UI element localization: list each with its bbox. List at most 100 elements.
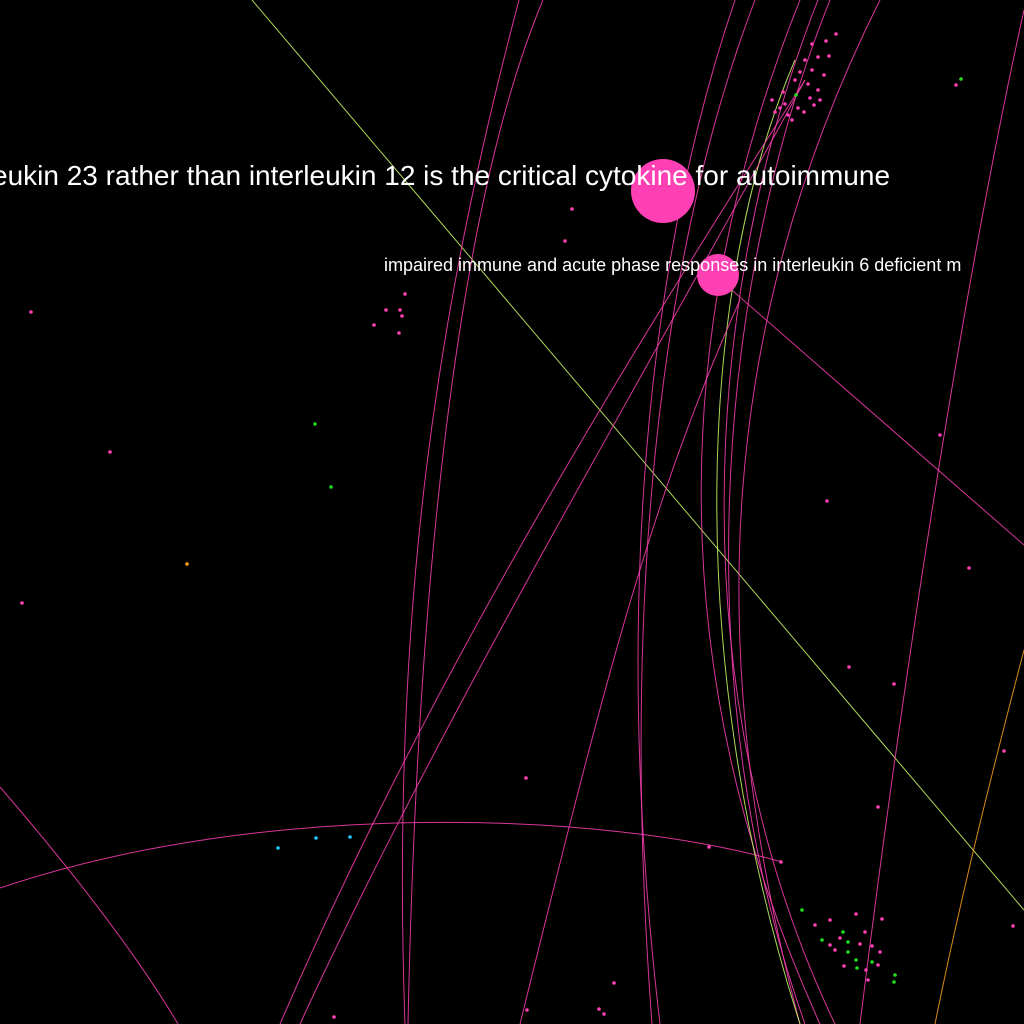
node-dot-31[interactable]	[602, 1012, 606, 1016]
node-dot-15[interactable]	[967, 566, 971, 570]
node-dot-52[interactable]	[783, 102, 787, 106]
node-dot-57[interactable]	[790, 118, 794, 122]
node-dot-84[interactable]	[838, 936, 842, 940]
node-dot-7[interactable]	[397, 331, 401, 335]
node-dot-36[interactable]	[824, 39, 828, 43]
edge-vertical-b	[640, 0, 756, 1024]
edge-fan-a	[279, 79, 806, 1024]
node-dot-76[interactable]	[842, 964, 846, 968]
edge-fan-b	[299, 79, 806, 1024]
edge-bottom-curve	[0, 821, 783, 889]
node-dot-53[interactable]	[796, 106, 800, 110]
node-dot-34[interactable]	[954, 83, 958, 87]
edge-fan-c	[519, 299, 741, 1024]
node-interleukin-6[interactable]	[697, 254, 739, 296]
node-dot-6[interactable]	[372, 323, 376, 327]
node-interleukin-23[interactable]	[631, 159, 695, 223]
node-dot-47[interactable]	[781, 90, 785, 94]
node-dot-5[interactable]	[398, 308, 402, 312]
node-dot-79[interactable]	[855, 966, 859, 970]
node-dot-71[interactable]	[833, 948, 837, 952]
node-dot-54[interactable]	[773, 110, 777, 114]
node-dot-46[interactable]	[816, 88, 820, 92]
node-dot-80[interactable]	[893, 973, 897, 977]
node-dot-56[interactable]	[802, 110, 806, 114]
node-dot-25[interactable]	[348, 835, 352, 839]
node-dot-68[interactable]	[846, 940, 850, 944]
node-dot-77[interactable]	[864, 968, 868, 972]
node-dot-61[interactable]	[813, 923, 817, 927]
node-dot-3[interactable]	[403, 292, 407, 296]
edge-right-diagonal	[717, 277, 1024, 546]
node-dot-11[interactable]	[329, 485, 333, 489]
node-dot-45[interactable]	[806, 82, 810, 86]
node-dot-33[interactable]	[959, 77, 963, 81]
node-dot-38[interactable]	[803, 58, 807, 62]
edge-diagonal-long	[251, 0, 1024, 911]
edge-vertical-e	[728, 0, 831, 1024]
node-dot-59[interactable]	[812, 103, 816, 107]
edge-bottom-left	[0, 786, 179, 1024]
node-dot-12[interactable]	[938, 433, 942, 437]
node-dot-14[interactable]	[185, 562, 189, 566]
node-dot-63[interactable]	[854, 912, 858, 916]
node-dot-10[interactable]	[108, 450, 112, 454]
node-dot-58[interactable]	[778, 106, 782, 110]
node-dot-50[interactable]	[818, 98, 822, 102]
node-dot-51[interactable]	[770, 98, 774, 102]
node-dot-65[interactable]	[841, 930, 845, 934]
node-dot-55[interactable]	[786, 113, 790, 117]
node-dot-69[interactable]	[858, 942, 862, 946]
node-dot-24[interactable]	[314, 836, 318, 840]
node-dot-39[interactable]	[816, 55, 820, 59]
node-dot-72[interactable]	[846, 950, 850, 954]
node-dot-18[interactable]	[892, 682, 896, 686]
node-dot-26[interactable]	[707, 845, 711, 849]
node-dot-29[interactable]	[525, 1008, 529, 1012]
node-dot-60[interactable]	[800, 908, 804, 912]
node-dot-37[interactable]	[834, 32, 838, 36]
node-dot-1[interactable]	[563, 239, 567, 243]
node-dot-8[interactable]	[400, 314, 404, 318]
node-dot-83[interactable]	[828, 943, 832, 947]
node-dot-75[interactable]	[870, 960, 874, 964]
node-dot-49[interactable]	[808, 96, 812, 100]
node-dot-21[interactable]	[876, 805, 880, 809]
node-dot-0[interactable]	[570, 207, 574, 211]
node-dot-32[interactable]	[332, 1015, 336, 1019]
node-dot-78[interactable]	[876, 963, 880, 967]
node-dot-9[interactable]	[313, 422, 317, 426]
node-dot-2[interactable]	[29, 310, 33, 314]
node-dot-82[interactable]	[866, 978, 870, 982]
node-dot-20[interactable]	[524, 776, 528, 780]
node-dot-74[interactable]	[854, 958, 858, 962]
node-dot-43[interactable]	[822, 73, 826, 77]
node-dot-13[interactable]	[825, 499, 829, 503]
node-dot-48[interactable]	[794, 93, 798, 97]
node-dot-27[interactable]	[779, 860, 783, 864]
node-dot-16[interactable]	[20, 601, 24, 605]
node-dot-40[interactable]	[827, 54, 831, 58]
node-dot-62[interactable]	[828, 918, 832, 922]
node-dot-41[interactable]	[798, 70, 802, 74]
node-dot-28[interactable]	[612, 981, 616, 985]
node-dot-22[interactable]	[1011, 924, 1015, 928]
node-dot-35[interactable]	[810, 42, 814, 46]
node-dot-19[interactable]	[1002, 749, 1006, 753]
node-dot-30[interactable]	[597, 1007, 601, 1011]
node-dot-67[interactable]	[820, 938, 824, 942]
node-dot-70[interactable]	[870, 944, 874, 948]
node-dot-23[interactable]	[276, 846, 280, 850]
node-dot-81[interactable]	[892, 980, 896, 984]
edge-arc-left-b	[401, 0, 520, 1024]
node-dot-66[interactable]	[863, 930, 867, 934]
node-layer	[20, 32, 1015, 1019]
node-dot-64[interactable]	[880, 917, 884, 921]
node-dot-44[interactable]	[793, 78, 797, 82]
node-dot-73[interactable]	[878, 950, 882, 954]
node-dot-42[interactable]	[810, 68, 814, 72]
node-dot-4[interactable]	[384, 308, 388, 312]
node-dot-17[interactable]	[847, 665, 851, 669]
